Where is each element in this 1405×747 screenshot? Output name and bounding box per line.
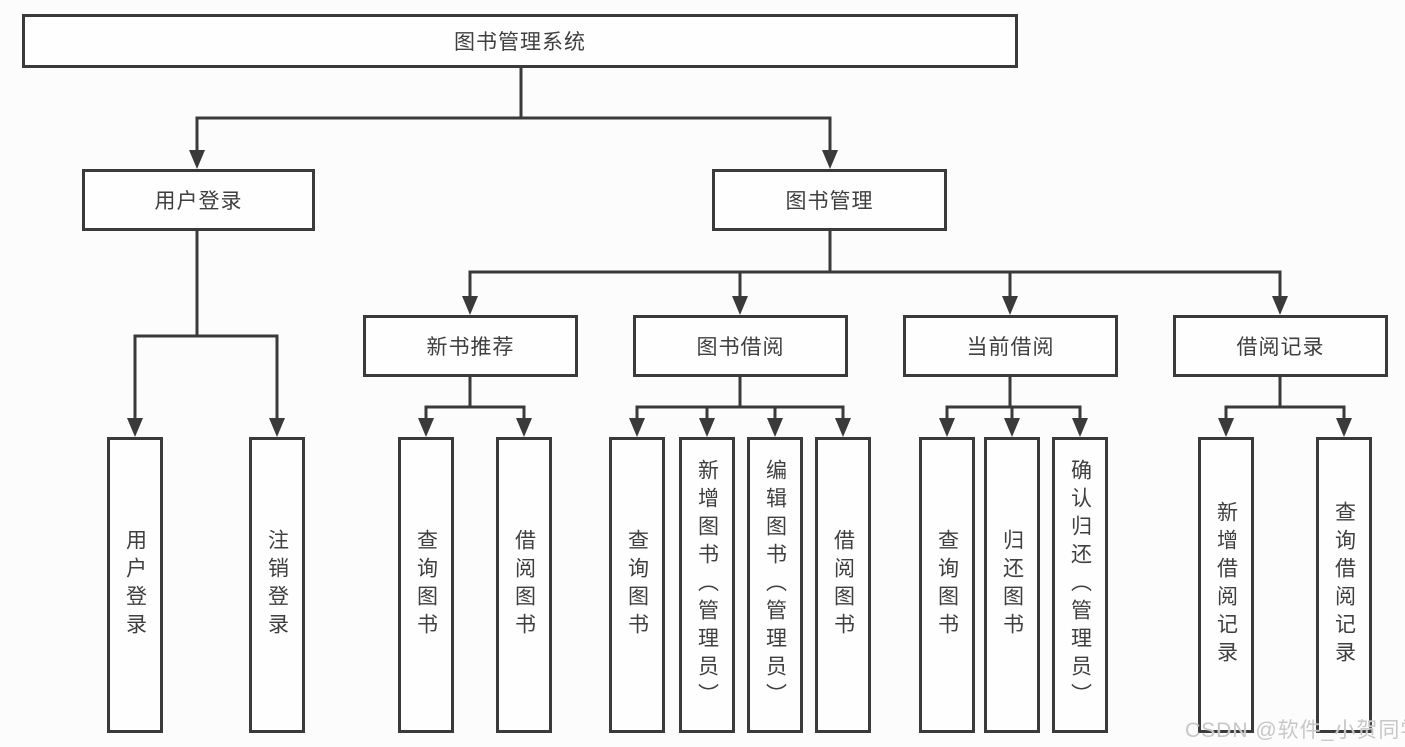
leaf-confirm-return: 确认归还（管理员）: [1052, 437, 1108, 733]
leaf-query-books-current: 查询图书: [919, 437, 975, 733]
leaf-user-login-label: 用户登录: [123, 529, 147, 641]
node-book-borrow: 图书借阅: [633, 315, 848, 377]
node-book-management: 图书管理: [712, 169, 947, 231]
node-root: 图书管理系统: [22, 14, 1018, 68]
arrowhead-down-icon: [1218, 418, 1234, 437]
leaf-query-books-current-label: 查询图书: [935, 529, 959, 641]
leaf-confirm-return-label: 确认归还（管理员）: [1068, 459, 1092, 711]
leaf-query-borrow-record-label: 查询借阅记录: [1332, 501, 1356, 669]
leaf-add-books-label: 新增图书（管理员）: [695, 459, 719, 711]
arrowhead-down-icon: [1272, 296, 1288, 315]
arrowhead-down-icon: [1072, 418, 1088, 437]
node-user-login-label: 用户登录: [154, 190, 243, 213]
arrowhead-down-icon: [127, 418, 143, 437]
leaf-borrow-books-2: 借阅图书: [815, 437, 871, 733]
leaf-query-books-recommend-label: 查询图书: [414, 529, 438, 641]
arrowhead-down-icon: [189, 150, 205, 169]
arrowhead-down-icon: [732, 296, 748, 315]
arrowhead-down-icon: [629, 418, 645, 437]
arrowhead-down-icon: [767, 418, 783, 437]
arrowhead-down-icon: [418, 418, 434, 437]
leaf-borrow-books-recommend: 借阅图书: [496, 437, 552, 733]
leaf-logout-label: 注销登录: [265, 529, 289, 641]
leaf-edit-books: 编辑图书（管理员）: [747, 437, 803, 733]
leaf-query-borrow-record: 查询借阅记录: [1316, 437, 1372, 733]
leaf-query-books-recommend: 查询图书: [398, 437, 454, 733]
node-root-label: 图书管理系统: [454, 31, 586, 54]
arrowhead-down-icon: [516, 418, 532, 437]
leaf-add-borrow-record: 新增借阅记录: [1198, 437, 1254, 733]
leaf-return-books-label: 归还图书: [1000, 529, 1024, 641]
leaf-query-books-borrow: 查询图书: [609, 437, 665, 733]
arrowhead-down-icon: [1002, 296, 1018, 315]
arrowhead-down-icon: [835, 418, 851, 437]
leaf-borrow-books-recommend-label: 借阅图书: [512, 529, 536, 641]
node-current-borrow-label: 当前借阅: [966, 336, 1055, 359]
node-book-management-label: 图书管理: [785, 190, 874, 213]
arrowhead-down-icon: [822, 150, 838, 169]
arrowhead-down-icon: [269, 418, 285, 437]
node-new-book-recommend: 新书推荐: [363, 315, 578, 377]
leaf-user-login: 用户登录: [107, 437, 163, 733]
leaf-query-books-borrow-label: 查询图书: [625, 529, 649, 641]
node-user-login: 用户登录: [82, 169, 315, 231]
watermark: CSDN @软件_小贺同学: [1185, 719, 1405, 742]
node-book-borrow-label: 图书借阅: [696, 336, 785, 359]
node-borrow-records-label: 借阅记录: [1236, 336, 1325, 359]
leaf-edit-books-label: 编辑图书（管理员）: [763, 459, 787, 711]
leaf-borrow-books-2-label: 借阅图书: [831, 529, 855, 641]
node-current-borrow: 当前借阅: [903, 315, 1118, 377]
node-borrow-records: 借阅记录: [1173, 315, 1388, 377]
node-new-book-recommend-label: 新书推荐: [426, 336, 515, 359]
leaf-add-books: 新增图书（管理员）: [679, 437, 735, 733]
leaf-add-borrow-record-label: 新增借阅记录: [1214, 501, 1238, 669]
leaf-return-books: 归还图书: [984, 437, 1040, 733]
arrowhead-down-icon: [939, 418, 955, 437]
arrowhead-down-icon: [462, 296, 478, 315]
arrowhead-down-icon: [699, 418, 715, 437]
arrowhead-down-icon: [1004, 418, 1020, 437]
leaf-logout: 注销登录: [249, 437, 305, 733]
arrowhead-down-icon: [1336, 418, 1352, 437]
